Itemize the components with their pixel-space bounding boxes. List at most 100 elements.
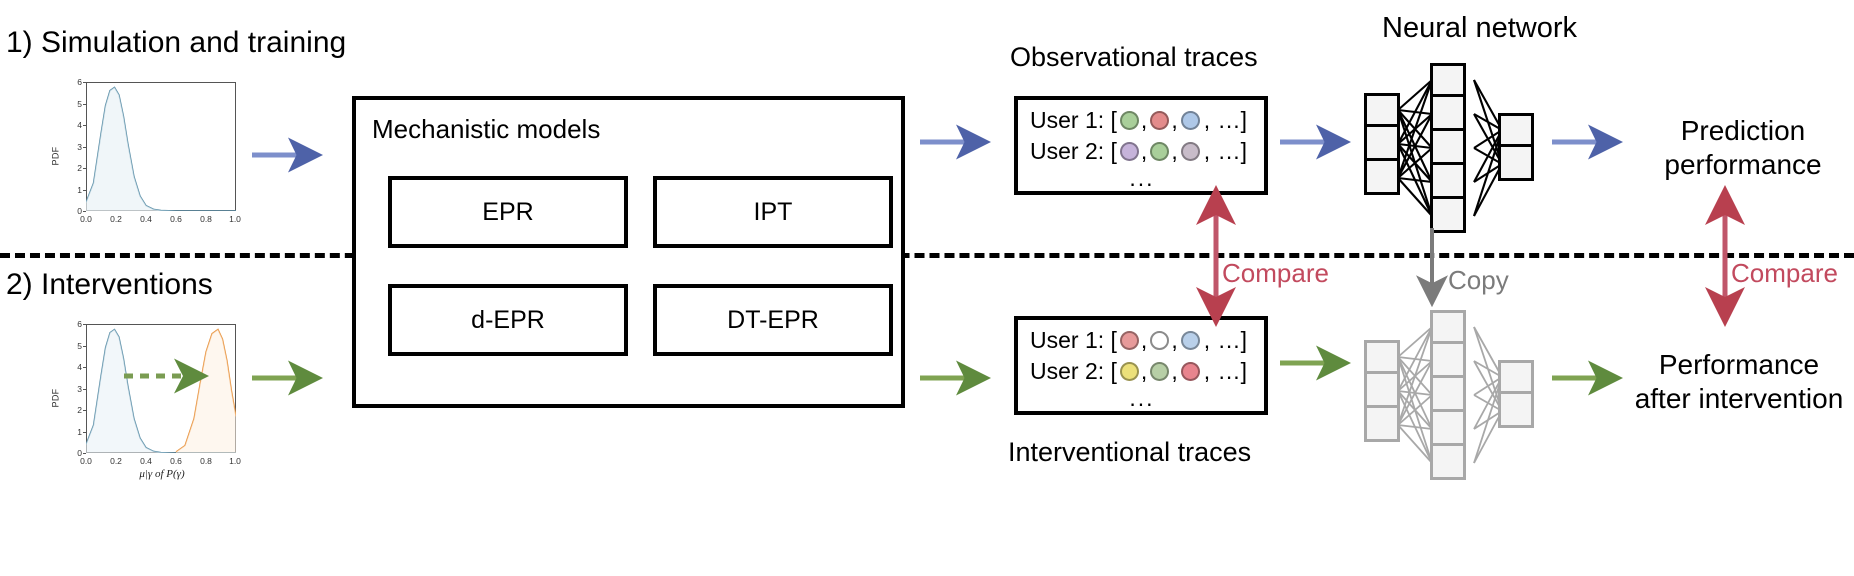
nn-cell (1364, 127, 1400, 161)
performance-after-line2: after intervention (1634, 383, 1844, 415)
arrow-prior-to-models (252, 137, 323, 173)
trace-dot-group: , , (1119, 138, 1200, 165)
model-box-epr[interactable]: EPR (388, 176, 628, 248)
trace-tail: , ...] (1203, 327, 1249, 353)
trace-dot (1180, 330, 1200, 350)
nn-cell (1364, 408, 1400, 442)
comma: , (1140, 358, 1148, 385)
prediction-performance-label: Prediction performance (1638, 114, 1848, 182)
compare-traces-arrow (1196, 185, 1236, 327)
xtick-top-1: 0.2 (110, 214, 122, 224)
section-title-interventions: 2) Interventions (6, 268, 213, 301)
arrow-interventional-to-network (1280, 345, 1351, 381)
xtick-bottom-3: 0.6 (170, 456, 182, 466)
nn-cell (1430, 446, 1466, 480)
comma: , (1140, 138, 1148, 165)
neural-network-trained (1350, 58, 1540, 233)
nn-cell (1430, 97, 1466, 131)
nn-cell (1498, 113, 1534, 147)
ytick-bottom-5: 5 (66, 341, 86, 351)
copy-arrow (1416, 228, 1448, 308)
xtick-bottom-4: 0.8 (200, 456, 212, 466)
arrow-network-to-performance (1552, 360, 1623, 396)
observational-traces-caption: Observational traces (1010, 42, 1258, 72)
ytick-bottom-1: 1 (66, 427, 86, 437)
nn-cell (1430, 199, 1466, 233)
model-box-ipt[interactable]: IPT (653, 176, 893, 248)
comma: , (1140, 327, 1148, 353)
plot-top-ylabel: PDF (50, 146, 61, 165)
plot-bottom-xlabel: μ|γ of P(γ) (139, 468, 185, 480)
nn-cell (1498, 147, 1534, 181)
nn-edges-copy (1397, 326, 1503, 464)
nn-cell (1430, 131, 1466, 165)
section-divider (0, 253, 1854, 258)
ytick-bottom-6: 6 (66, 319, 86, 329)
ytick-top-6: 6 (66, 77, 86, 87)
trace-dot-group: , , (1119, 327, 1200, 353)
nn-cell (1364, 161, 1400, 195)
trace-dot (1150, 361, 1170, 381)
xtick-bottom-5: 1.0 (229, 456, 241, 466)
nn-cell (1430, 165, 1466, 199)
mechanistic-models-title: Mechanistic models (372, 114, 601, 144)
nn-cell (1430, 412, 1466, 446)
comma: , (1140, 107, 1148, 133)
plot-bottom-ylabel: PDF (50, 388, 61, 407)
observational-traces-box: User 1: [ , , , ...] User 2: [ , , , ...… (1014, 96, 1268, 195)
arrow-observational-to-network (1280, 124, 1351, 160)
xtick-top-3: 0.6 (170, 214, 182, 224)
copy-label: Copy (1448, 265, 1509, 295)
trace-row: User 1: [ , , , ...] (1030, 108, 1254, 132)
trace-tail: , ...] (1203, 138, 1249, 165)
section-title-simulation: 1) Simulation and training (6, 26, 347, 59)
trace-row: User 1: [ , , , ...] (1030, 328, 1254, 352)
nn-cell (1430, 63, 1466, 97)
xtick-bottom-2: 0.4 (140, 456, 152, 466)
comma: , (1171, 327, 1178, 353)
ytick-top-1: 1 (66, 185, 86, 195)
trace-dot-group: , , (1119, 107, 1200, 133)
ytick-top-0: 0 (66, 206, 86, 216)
nn-cell (1498, 394, 1534, 428)
nn-cell (1430, 310, 1466, 344)
xtick-bottom-1: 0.2 (110, 456, 122, 466)
ytick-top-3: 3 (66, 142, 86, 152)
model-box-dt-epr[interactable]: DT-EPR (653, 284, 893, 356)
nn-cell (1364, 93, 1400, 127)
model-box-d-epr[interactable]: d-EPR (388, 284, 628, 356)
trace-dot (1180, 110, 1200, 130)
trace-dot (1119, 110, 1139, 130)
trace-dot (1150, 330, 1170, 350)
prior-pdf-plot: PDF 0 1 2 3 4 5 6 0.0 0.2 0.4 0.6 0.8 1.… (48, 77, 241, 233)
nn-cell (1430, 378, 1466, 412)
intervened-pdf-curves (86, 328, 236, 453)
ytick-top-4: 4 (66, 120, 86, 130)
prior-pdf-curve (86, 86, 236, 211)
trace-label: User 2: [ (1030, 358, 1117, 385)
ytick-bottom-4: 4 (66, 362, 86, 372)
nn-edges (1397, 79, 1503, 217)
nn-cell (1498, 360, 1534, 394)
trace-label: User 2: [ (1030, 138, 1117, 165)
neural-network-copy (1350, 305, 1540, 480)
compare-traces-label: Compare (1222, 258, 1329, 288)
trace-row: User 2: [ , , , ...] (1030, 139, 1254, 163)
interventional-traces-box: User 1: [ , , , ...] User 2: [ , , , ...… (1014, 316, 1268, 415)
ytick-bottom-3: 3 (66, 384, 86, 394)
trace-dot (1150, 141, 1170, 161)
arrow-intervened-to-models (252, 360, 323, 396)
performance-after-intervention-label: Performance after intervention (1624, 348, 1854, 416)
trace-dot (1119, 330, 1139, 350)
trace-label: User 1: [ (1030, 327, 1117, 353)
ytick-top-5: 5 (66, 99, 86, 109)
xtick-top-4: 0.8 (200, 214, 212, 224)
interventional-more-indicator: ... (1129, 385, 1155, 412)
trace-dot-group: , , (1119, 358, 1200, 385)
trace-dot (1180, 361, 1200, 381)
xtick-top-2: 0.4 (140, 214, 152, 224)
neural-network-title: Neural network (1382, 12, 1578, 44)
trace-dot (1119, 361, 1139, 381)
nn-cell (1430, 344, 1466, 378)
